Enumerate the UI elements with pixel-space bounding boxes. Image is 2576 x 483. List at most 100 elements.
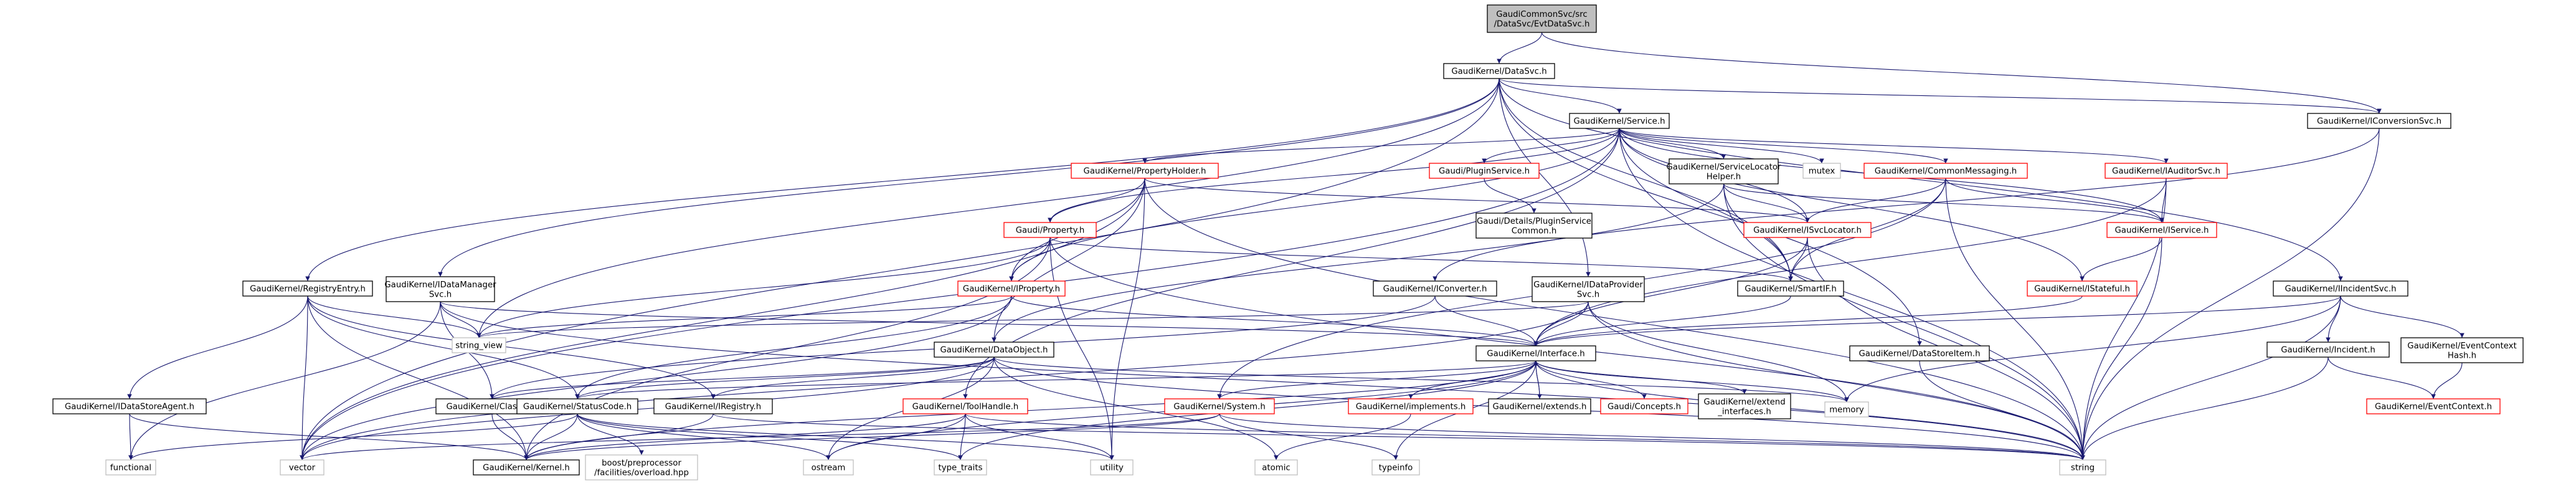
node-box	[52, 398, 207, 414]
include-edge	[1497, 32, 1543, 64]
node-box	[1488, 398, 1591, 414]
node-box	[1443, 63, 1555, 79]
node-dataobject[interactable]: GaudiKernel/DataObject.h	[934, 342, 1054, 358]
node-label: GaudiKernel/IRegistry.h	[665, 403, 761, 412]
include-edge	[1219, 413, 1398, 461]
node-box	[386, 276, 495, 302]
include-edge	[1535, 360, 1647, 399]
node-label: GaudiKernel/StatusCode.h	[523, 403, 632, 412]
node-interface[interactable]: GaudiKernel/Interface.h	[1475, 345, 1596, 361]
include-edge	[993, 356, 1849, 403]
node-iauditorsvc[interactable]: GaudiKernel/IAuditorSvc.h	[2105, 163, 2228, 179]
node-eventcontext[interactable]: GaudiKernel/EventContext.h	[2366, 398, 2501, 414]
node-datasvc[interactable]: GaudiKernel/DataSvc.h	[1443, 63, 1555, 79]
node-box	[452, 337, 506, 353]
node-property[interactable]: Gaudi/Property.h	[1003, 222, 1097, 238]
node-label: atomic	[1262, 464, 1290, 473]
node-propertyholder[interactable]: GaudiKernel/PropertyHolder.h	[1071, 163, 1219, 179]
node-iconverter[interactable]: GaudiKernel/IConverter.h	[1373, 280, 1497, 297]
node-registryentry[interactable]: GaudiKernel/RegistryEntry.h	[242, 280, 373, 297]
node-label: GaudiKernel/DataStoreItem.h	[1859, 350, 1980, 359]
node-box	[1475, 213, 1593, 239]
node-iincidentsvc[interactable]: GaudiKernel/IIncidentSvc.h	[2273, 280, 2408, 297]
include-edge	[300, 356, 995, 461]
node-atomic: atomic	[1254, 459, 1298, 476]
include-edge	[1533, 301, 1589, 347]
include-edge	[1588, 301, 1849, 403]
include-edge	[524, 413, 1220, 461]
node-extends[interactable]: GaudiKernel/extends.h	[1488, 398, 1591, 414]
node-label: GaudiKernel/IService.h	[2115, 226, 2209, 236]
node-label: GaudiKernel/EventContext	[2407, 342, 2516, 351]
node-box	[1532, 276, 1645, 302]
node-box	[242, 280, 373, 297]
include-edge	[1144, 178, 1810, 223]
node-root[interactable]: GaudiCommonSvc/src/DataSvc/EvtDataSvc.h	[1487, 4, 1597, 33]
node-incident[interactable]: GaudiKernel/Incident.h	[2266, 342, 2390, 358]
include-edge	[577, 413, 644, 456]
include-edge	[2080, 237, 2162, 282]
node-label: typeinfo	[1379, 464, 1413, 473]
node-ostream: ostream	[803, 459, 854, 476]
include-edge	[1533, 295, 1791, 347]
node-datastoreitem[interactable]: GaudiKernel/DataStoreItem.h	[1849, 345, 1990, 361]
include-edge	[307, 295, 580, 399]
node-box	[1371, 459, 1420, 476]
node-type-traits: type_traits	[934, 459, 987, 476]
node-system[interactable]: GaudiKernel/System.h	[1164, 398, 1275, 414]
node-iservice[interactable]: GaudiKernel/IService.h	[2106, 222, 2217, 238]
node-label: GaudiKernel/RegistryEntry.h	[250, 285, 366, 294]
include-edge	[440, 301, 2085, 461]
node-smartif[interactable]: GaudiKernel/SmartIF.h	[1737, 280, 1844, 297]
include-edge	[524, 413, 966, 461]
include-edge	[1499, 78, 1622, 114]
include-edge	[1723, 183, 2164, 223]
include-edge	[1844, 295, 2341, 403]
edges-layer	[127, 32, 2465, 461]
node-box	[1071, 163, 1219, 179]
node-box	[1600, 398, 1688, 414]
node-extend-interfaces[interactable]: GaudiKernel/extend_interfaces.h	[1698, 393, 1791, 419]
include-edge	[1533, 360, 1540, 399]
node-box	[2106, 222, 2217, 238]
node-statuscode[interactable]: GaudiKernel/StatusCode.h	[516, 398, 638, 414]
include-edge	[1499, 78, 1591, 277]
node-box	[1863, 163, 2028, 179]
include-edge	[1805, 178, 1946, 223]
node-implements[interactable]: GaudiKernel/implements.h	[1348, 398, 1474, 414]
node-ipluginservice[interactable]: Gaudi/PluginService.h	[1429, 163, 1540, 179]
node-commonmessaging[interactable]: GaudiKernel/CommonMessaging.h	[1863, 163, 2028, 179]
node-istateful[interactable]: GaudiKernel/IStateful.h	[2027, 280, 2138, 297]
node-iconversionsvc[interactable]: GaudiKernel/IConversionSvc.h	[2307, 113, 2451, 129]
node-isvclocator[interactable]: GaudiKernel/ISvcLocator.h	[1743, 222, 1872, 238]
node-gaudiconcepts[interactable]: Gaudi/Concepts.h	[1600, 398, 1688, 414]
include-edge	[1919, 360, 2085, 461]
node-box	[2266, 342, 2390, 358]
node-box	[1569, 113, 1670, 129]
node-label: mutex	[1809, 167, 1835, 176]
include-edge	[1219, 413, 2085, 461]
node-label: GaudiKernel/IDataStoreAgent.h	[65, 403, 194, 412]
include-edge	[1484, 178, 1537, 214]
include-edge	[1945, 178, 2164, 223]
include-edge	[1541, 32, 2382, 114]
node-box	[1090, 459, 1134, 476]
nodes-layer: GaudiCommonSvc/src/DataSvc/EvtDataSvc.hG…	[52, 4, 2524, 481]
node-label: utility	[1100, 464, 1124, 473]
node-label: GaudiCommonSvc/src	[1496, 10, 1587, 19]
node-label: Gaudi/PluginService.h	[1439, 167, 1530, 176]
node-toolhandle[interactable]: GaudiKernel/ToolHandle.h	[902, 398, 1028, 414]
node-iproperty[interactable]: GaudiKernel/IProperty.h	[957, 280, 1066, 297]
node-iregistry[interactable]: GaudiKernel/IRegistry.h	[653, 398, 773, 414]
include-edge	[127, 295, 308, 399]
node-idatastoreagent[interactable]: GaudiKernel/IDataStoreAgent.h	[52, 398, 207, 414]
include-edge	[1535, 360, 1849, 403]
include-edge	[476, 78, 1500, 338]
node-service[interactable]: GaudiKernel/Service.h	[1569, 113, 1670, 129]
node-kernel[interactable]: GaudiKernel/Kernel.h	[473, 459, 580, 476]
